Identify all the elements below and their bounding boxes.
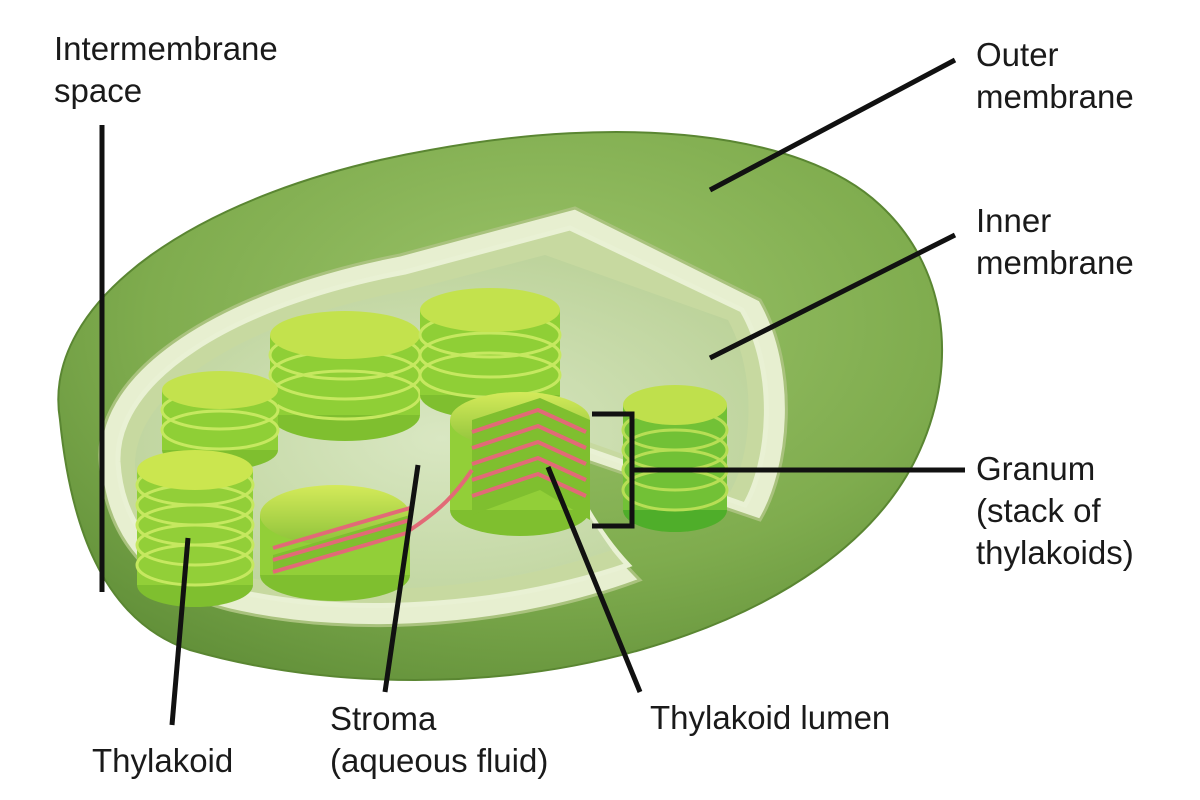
leader-lines — [99, 57, 965, 726]
label-outer-membrane: Outer membrane — [976, 36, 1134, 115]
label-thylakoid-lumen: Thylakoid lumen — [650, 699, 891, 736]
thylakoid-stack-left — [135, 450, 255, 607]
label-intermembrane-space: Intermembrane space — [54, 30, 278, 109]
leader-outer-membrane — [708, 57, 957, 193]
leader-thylakoid — [169, 537, 191, 726]
leader-inner-membrane — [708, 232, 957, 361]
granum-cut-middle — [260, 485, 411, 601]
stroma-lamella — [408, 468, 474, 532]
granum-bracket — [592, 411, 635, 529]
back-grana — [160, 288, 729, 532]
leader-thylakoid-lumen — [545, 466, 643, 693]
label-inner-membrane: Inner membrane — [976, 202, 1134, 281]
label-granum: Granum (stack of thylakoids) — [976, 450, 1134, 571]
label-thylakoid: Thylakoid — [92, 742, 234, 779]
leader-stroma — [382, 464, 421, 693]
label-stroma: Stroma (aqueous fluid) — [330, 700, 549, 779]
granum-cut-right — [450, 392, 590, 536]
